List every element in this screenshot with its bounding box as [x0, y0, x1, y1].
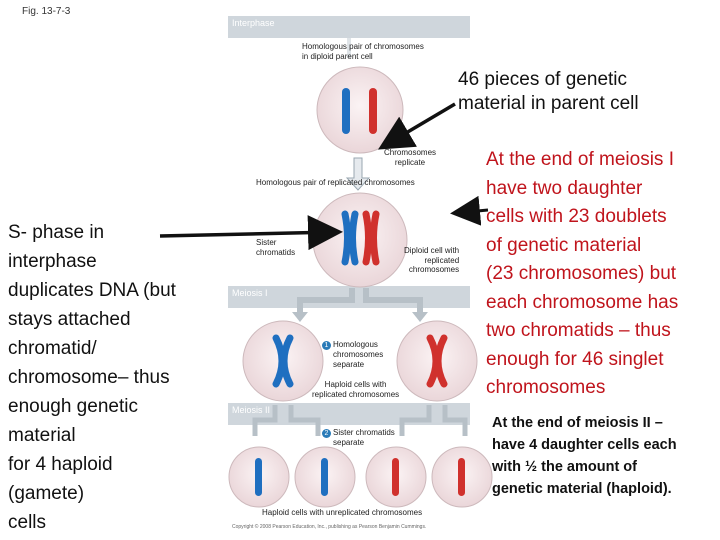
- meiosis2-arrow-2: [288, 405, 321, 436]
- meiosis1-label: Meiosis I: [232, 288, 268, 298]
- label-haploid-unreplicated: Haploid cells with unreplicated chromoso…: [262, 508, 423, 517]
- step1-number: 1: [322, 341, 331, 350]
- connector-top: [347, 38, 351, 58]
- parent-note: 46 pieces of genetic material in parent …: [458, 69, 639, 114]
- parent-note-arrow: [377, 102, 456, 150]
- label-diploid-replicated: Diploid cell with replicated chromosomes: [404, 246, 460, 274]
- meiosis1-right-chromatid-2: [434, 334, 448, 388]
- meiosis1-arrowhead-right: [412, 312, 428, 322]
- figure-label: Fig. 13-7-3: [22, 6, 71, 17]
- step2-number: 2: [322, 429, 331, 438]
- parent-chromosome-red: [369, 88, 377, 134]
- left-note: S- phase in interphase duplicates DNA (b…: [8, 222, 176, 533]
- meiosis1-left-chromatid-2: [280, 334, 294, 388]
- haploid-chromosome-3: [392, 458, 399, 496]
- parent-cell: [316, 66, 404, 154]
- meiosis2-arrow-1: [252, 405, 278, 436]
- meiosis2-arrow-4: [442, 405, 468, 436]
- left-note-arrow: [159, 215, 343, 251]
- haploid-chromosome-4: [458, 458, 465, 496]
- meiosis2-note: At the end of meiosis II – have 4 daught…: [492, 415, 677, 497]
- diploid-replicated-cell: [312, 192, 408, 288]
- haploid-chromosome-1: [255, 458, 262, 496]
- replicated-red-chromatid-1: [362, 210, 372, 266]
- replicated-blue-chromatid-1: [341, 210, 351, 266]
- meiosis1-note: At the end of meiosis I have two daughte…: [486, 149, 679, 398]
- copyright: Copyright © 2008 Pearson Education, Inc.…: [232, 524, 427, 530]
- label-homologous-pair-parent: Homologous pair of chromosomes in diploi…: [302, 42, 424, 61]
- label-haploid-replicated: Haploid cells with replicated chromosome…: [312, 380, 400, 399]
- interphase-label: Interphase: [232, 18, 275, 28]
- replicated-red-chromatid-2: [370, 210, 380, 266]
- meiosis1-arrow-left: [297, 288, 355, 314]
- meiosis2-label: Meiosis II: [232, 405, 271, 415]
- label-chromosomes-replicate: Chromosomes replicate: [384, 148, 437, 167]
- meiosis2-arrow-3: [399, 405, 432, 436]
- label-homologous-pair-replicated: Homologous pair of replicated chromosome…: [256, 178, 415, 187]
- interphase-band: Interphase: [228, 16, 470, 38]
- meiosis1-arrowhead-left: [292, 312, 308, 322]
- meiosis1-note-arrow: [450, 195, 489, 226]
- label-sister-chromatids: Sister chromatids: [256, 238, 296, 257]
- replicate-arrow: [345, 157, 371, 191]
- parent-chromosome-blue: [342, 88, 350, 134]
- haploid-chromosome-2: [321, 458, 328, 496]
- meiosis1-arrow-right: [363, 288, 423, 314]
- replicated-blue-chromatid-2: [349, 210, 359, 266]
